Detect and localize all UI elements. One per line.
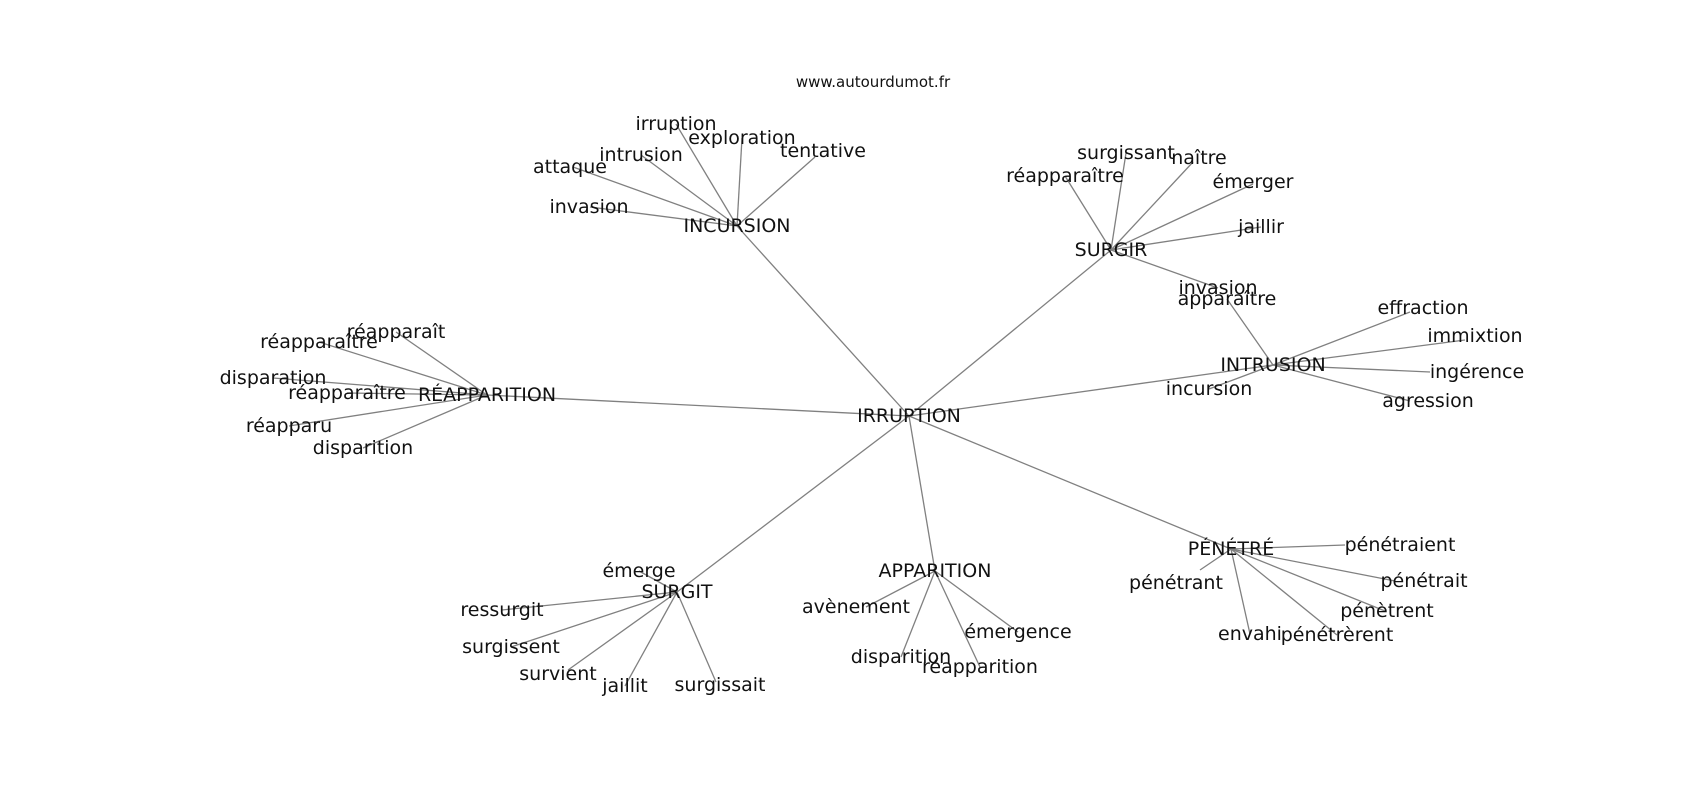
leaf-label: réapparaître [260,331,378,353]
edge-2-1 [1272,311,1411,366]
leaf-label: jaillit [601,675,648,697]
leaf-label: pénétraient [1345,534,1456,556]
leaf-label: effraction [1377,297,1468,319]
leaf-label: tentative [780,140,866,162]
leaf-label: réapparaître [1006,165,1124,187]
leaf-label: réapparaître [288,382,406,404]
leaf-label: attaque [533,156,607,178]
hub-label: INCURSION [683,215,790,237]
leaf-label: surgissant [1077,142,1175,164]
edge-1-1 [1110,161,1194,251]
edge-center-2 [908,364,1274,417]
edge-center-5 [908,415,936,572]
leaf-label: invasion [549,196,628,218]
edge-5-3 [934,570,981,668]
leaf-label: pénètrent [1340,600,1434,622]
leaf-label: incursion [1166,378,1252,400]
leaf-label: ingérence [1430,361,1524,383]
edge-3-2 [272,377,488,396]
edge-4-3 [567,591,678,671]
leaf-label: émergence [964,621,1071,643]
leaf-label: envahi [1218,623,1282,645]
leaf-label: réapparu [246,415,332,437]
edge-4-0 [638,570,678,593]
edge-2-5 [1272,364,1411,402]
leaf-label: disparition [313,437,413,459]
hub-label: SURGIT [641,581,712,603]
hub-label: APPARITION [879,560,992,582]
edge-1-0 [1110,152,1127,251]
hub-label: PÉNÉTRÉ [1188,537,1275,560]
center-label: IRRUPTION [857,405,961,427]
edge-5-0 [865,570,936,608]
edge-1-5 [1110,249,1219,289]
edge-6-2 [1199,548,1232,571]
leaf-label: irruption [635,113,716,135]
edge-4-4 [624,591,678,687]
edge-4-1 [501,591,678,611]
edge-5-1 [934,570,1019,633]
edge-center-1 [908,249,1112,417]
edge-2-3 [1272,364,1431,373]
edge-6-3 [1230,548,1386,612]
site-watermark: www.autourdumot.fr [796,73,951,91]
edge-3-4 [288,394,488,427]
leaf-label: réapparaît [347,321,446,343]
edge-0-4 [572,166,738,227]
edge-3-0 [395,331,488,396]
edge-2-4 [1208,364,1274,390]
edge-6-4 [1230,548,1251,635]
edge-6-1 [1230,548,1396,582]
leaf-label: jaillir [1237,216,1284,238]
leaf-label: survient [519,663,596,685]
edge-center-4 [676,415,910,593]
edge-0-2 [736,156,816,227]
edge-0-3 [640,154,738,227]
leaf-label: intrusion [599,144,682,166]
edge-5-2 [900,570,936,658]
edge-1-4 [1110,226,1262,251]
edge-center-0 [736,225,910,417]
edge-3-5 [362,394,488,449]
edge-4-2 [510,591,678,648]
leaf-label: émerger [1213,171,1294,193]
leaf-label: pénétrèrent [1281,624,1394,646]
leaf-label: naître [1171,147,1227,169]
leaf-label: avènement [802,596,910,618]
graph-edges [272,123,1466,687]
leaf-label: pénétrait [1380,570,1467,592]
leaf-label: exploration [688,127,795,149]
edge-center-3 [486,394,910,417]
leaf-label: agression [1382,390,1474,412]
leaf-label: surgissait [675,674,766,696]
edge-4-5 [676,591,717,683]
edge-center-6 [908,415,1232,550]
edge-6-5 [1230,548,1338,636]
edge-3-1 [318,341,488,396]
hub-label: RÉAPPARITION [418,383,556,406]
edge-0-5 [589,206,738,227]
edge-0-1 [736,137,743,227]
leaf-label: apparaître [1178,288,1277,310]
leaf-label: invasion [1178,277,1257,299]
leaf-label: réapparition [922,656,1038,678]
leaf-label: disparation [220,367,327,389]
leaf-label: immixtion [1427,325,1522,347]
leaf-label: pénétrant [1129,572,1223,594]
leaf-label: émerge [602,560,675,582]
edge-1-3 [1110,183,1254,251]
edge-1-2 [1064,175,1112,251]
edge-2-2 [1272,339,1466,366]
edge-0-0 [675,123,738,227]
leaf-label: ressurgit [460,599,543,621]
hub-label: SURGIR [1075,239,1148,261]
edge-6-0 [1230,544,1346,550]
hub-label: INTRUSION [1220,354,1325,376]
leaf-label: surgissent [462,636,560,658]
edge-3-3 [346,392,488,396]
edge-2-0 [1226,298,1274,366]
leaf-label: disparition [851,646,951,668]
